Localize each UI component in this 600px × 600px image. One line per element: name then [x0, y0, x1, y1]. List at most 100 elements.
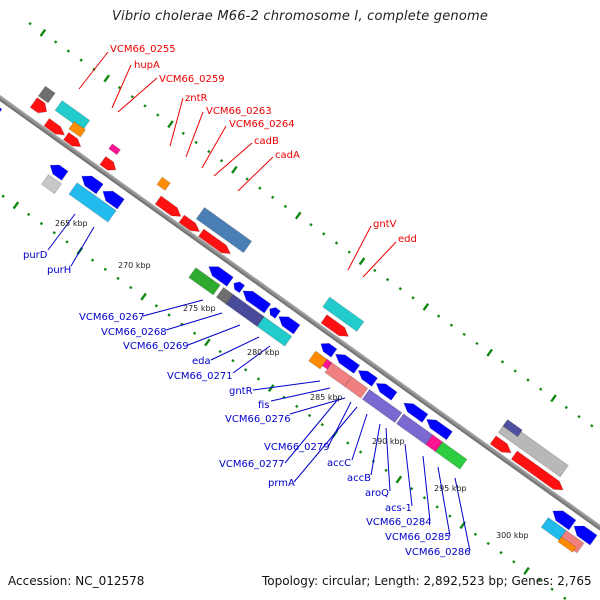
- gene-label[interactable]: aroQ: [365, 488, 389, 499]
- gene-label[interactable]: VCM66_0268: [101, 327, 167, 338]
- minor-tick: [52, 231, 56, 235]
- minor-tick: [577, 414, 581, 419]
- gene-feature[interactable]: [206, 262, 234, 287]
- gene-feature[interactable]: [308, 350, 328, 370]
- gene-feature[interactable]: [99, 186, 125, 210]
- minor-tick: [90, 258, 95, 262]
- minor-tick: [435, 505, 439, 509]
- minor-tick: [283, 204, 288, 209]
- gene-label[interactable]: gntR: [229, 386, 253, 397]
- gene-label[interactable]: VCM66_0255: [110, 44, 176, 55]
- gene-label[interactable]: VCM66_0264: [229, 119, 295, 130]
- gene-feature[interactable]: [68, 120, 87, 138]
- gene-feature[interactable]: [29, 96, 50, 117]
- minor-tick: [373, 268, 377, 273]
- gene-feature[interactable]: [502, 418, 523, 438]
- gene-feature[interactable]: [361, 388, 403, 424]
- scale-label: 275 kbp: [183, 304, 216, 313]
- gene-label[interactable]: VCM66_0259: [159, 74, 225, 85]
- gene-label[interactable]: acs-1: [385, 503, 412, 514]
- gene-feature[interactable]: [267, 305, 282, 320]
- scale-label: 300 kbp: [496, 531, 529, 540]
- gene-label[interactable]: VCM66_0284: [366, 517, 432, 528]
- gene-feature[interactable]: [68, 182, 117, 223]
- gene-feature[interactable]: [276, 312, 301, 335]
- gene-label[interactable]: zntR: [185, 93, 208, 104]
- gene-feature[interactable]: [571, 521, 598, 546]
- minor-tick: [384, 468, 388, 473]
- gene-feature[interactable]: [99, 155, 119, 173]
- major-tick: [167, 120, 174, 129]
- minor-tick: [28, 21, 32, 26]
- gene-label[interactable]: accB: [347, 473, 371, 484]
- gene-feature[interactable]: [355, 366, 379, 387]
- minor-tick: [167, 313, 171, 317]
- gene-label[interactable]: VCM66_0263: [206, 106, 272, 117]
- gene-feature[interactable]: [373, 379, 398, 401]
- gene-feature[interactable]: [320, 314, 351, 341]
- gene-label[interactable]: VCM66_0267: [79, 312, 145, 323]
- minor-tick: [564, 405, 568, 410]
- gene-feature[interactable]: [188, 267, 221, 296]
- gene-label[interactable]: gntV: [373, 219, 397, 230]
- minor-tick: [475, 341, 479, 346]
- gene-feature[interactable]: [240, 287, 272, 314]
- major-tick: [294, 211, 302, 220]
- gene-label[interactable]: VCM66_0286: [405, 547, 471, 558]
- gene-label[interactable]: hupA: [134, 60, 160, 71]
- gene-feature[interactable]: [256, 315, 293, 347]
- gene-feature[interactable]: [424, 415, 454, 441]
- gene-feature[interactable]: [195, 206, 253, 254]
- gene-feature[interactable]: [62, 131, 84, 150]
- gene-feature[interactable]: [549, 506, 577, 531]
- gene-feature[interactable]: [156, 176, 172, 192]
- gene-feature[interactable]: [318, 340, 338, 358]
- gene-label[interactable]: prmA: [268, 478, 295, 489]
- gene-label[interactable]: VCM66_0285: [385, 532, 451, 543]
- gene-feature[interactable]: [322, 296, 365, 333]
- gene-feature[interactable]: [47, 161, 69, 181]
- gene-label[interactable]: VCM66_0269: [123, 341, 189, 352]
- gene-label[interactable]: cadA: [275, 150, 300, 161]
- gene-feature[interactable]: [489, 435, 514, 457]
- gene-feature[interactable]: [434, 441, 468, 470]
- gene-feature[interactable]: [37, 85, 56, 104]
- gene-feature[interactable]: [40, 173, 63, 195]
- minor-tick: [320, 422, 324, 427]
- gene-label[interactable]: purD: [23, 250, 48, 261]
- gene-feature[interactable]: [78, 171, 104, 195]
- map-title: Vibrio cholerae M66-2 chromosome I, comp…: [111, 9, 489, 24]
- minor-tick: [539, 387, 543, 391]
- gene-feature[interactable]: [197, 228, 234, 257]
- gene-feature[interactable]: [401, 399, 429, 424]
- gene-feature[interactable]: [231, 280, 246, 294]
- gene-feature[interactable]: [333, 350, 361, 375]
- minor-tick: [130, 95, 134, 99]
- gene-feature[interactable]: [43, 117, 67, 139]
- gene-feature[interactable]: [0, 98, 3, 118]
- minor-tick: [258, 186, 262, 190]
- gene-label[interactable]: VCM66_0276: [225, 414, 291, 425]
- minor-tick: [53, 40, 58, 44]
- chromosome-backbone: [0, 72, 600, 555]
- gene-label[interactable]: eda: [192, 356, 211, 367]
- gene-label[interactable]: cadB: [254, 136, 279, 147]
- gene-label[interactable]: VCM66_0271: [167, 371, 233, 382]
- scale-label: 295 kbp: [434, 484, 467, 493]
- minor-tick: [449, 323, 454, 327]
- gene-feature[interactable]: [510, 450, 566, 494]
- minor-tick: [295, 404, 299, 409]
- gene-feature[interactable]: [154, 195, 184, 220]
- gene-label[interactable]: VCM66_0277: [219, 459, 285, 470]
- gene-feature[interactable]: [178, 214, 202, 235]
- gene-feature[interactable]: [343, 375, 369, 399]
- gene-label[interactable]: edd: [398, 234, 417, 245]
- gene-label[interactable]: VCM66_0279: [264, 442, 330, 453]
- gene-feature[interactable]: [108, 143, 122, 156]
- gene-feature[interactable]: [557, 536, 577, 553]
- gene-label[interactable]: purH: [47, 265, 71, 276]
- gene-label[interactable]: accC: [327, 458, 351, 469]
- major-tick: [12, 201, 20, 210]
- gene-label[interactable]: fis: [258, 400, 270, 411]
- minor-tick: [309, 223, 313, 227]
